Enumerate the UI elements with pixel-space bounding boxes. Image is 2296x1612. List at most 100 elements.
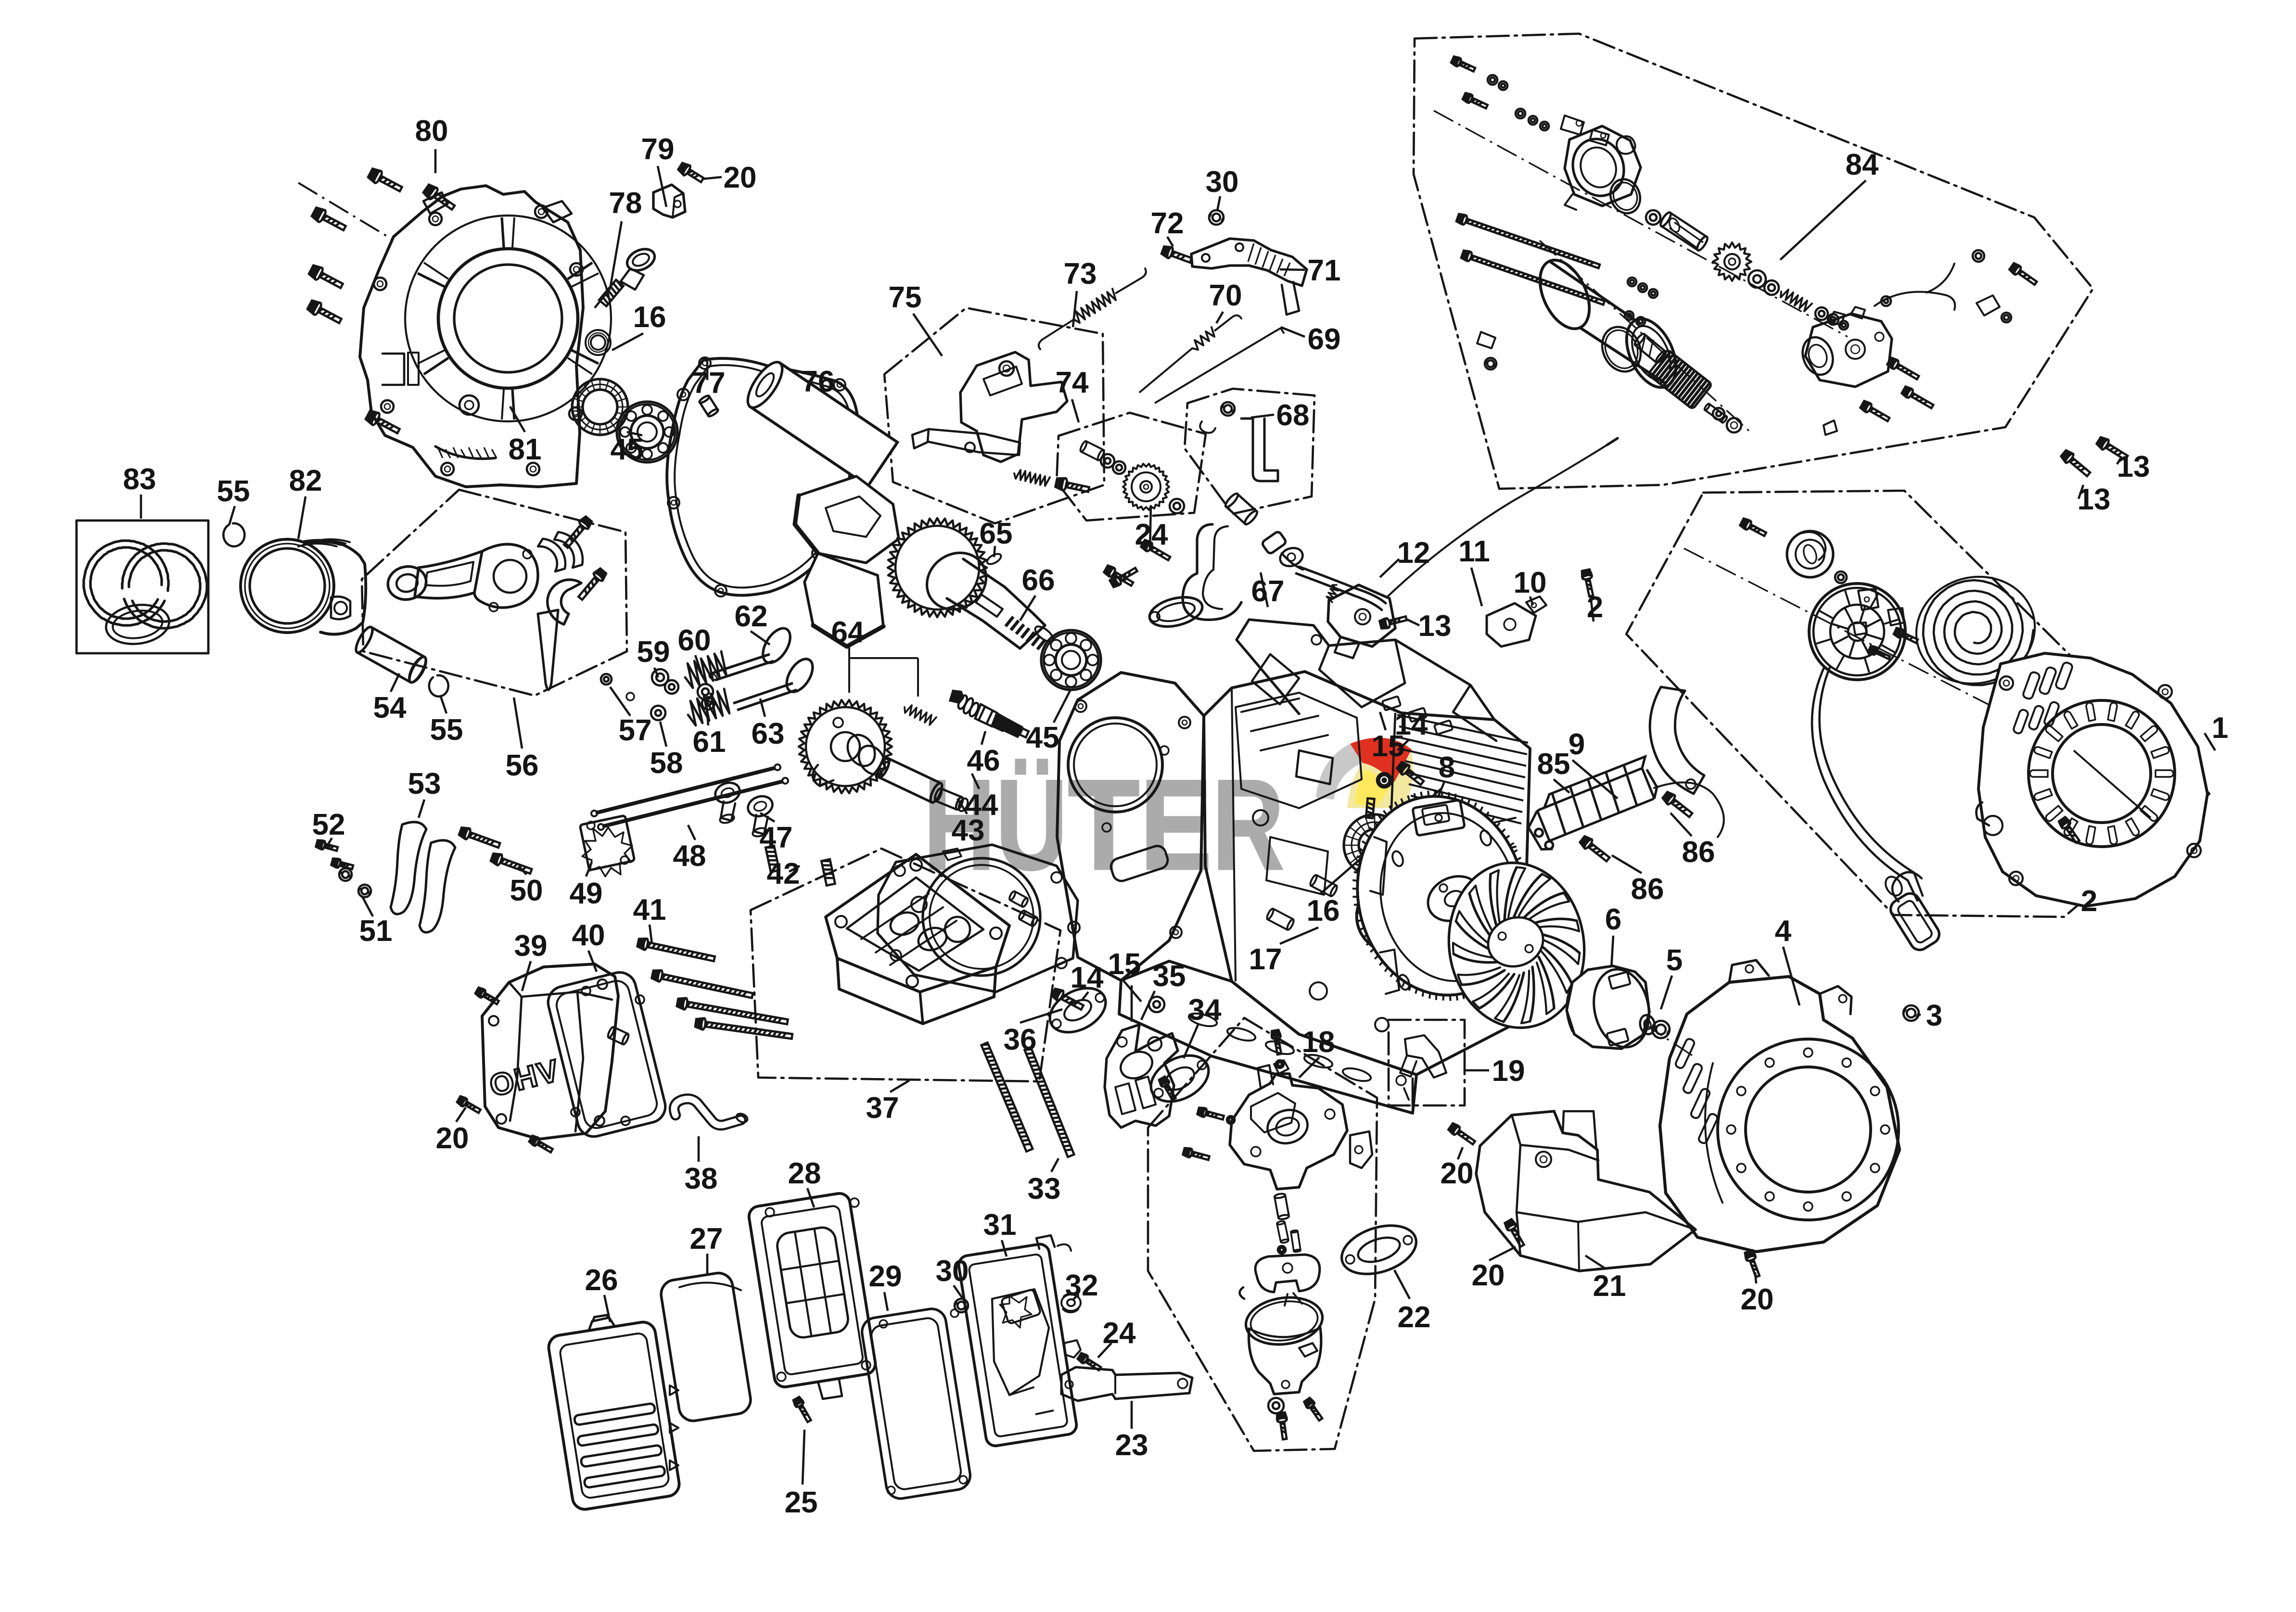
svg-text:3: 3: [1926, 999, 1942, 1032]
svg-text:18: 18: [1302, 1026, 1335, 1059]
svg-text:38: 38: [685, 1162, 718, 1195]
svg-text:27: 27: [690, 1222, 723, 1256]
svg-text:9: 9: [1569, 728, 1585, 761]
svg-text:37: 37: [866, 1092, 899, 1125]
svg-text:56: 56: [506, 749, 539, 782]
svg-text:47: 47: [760, 821, 793, 854]
svg-text:19: 19: [1492, 1054, 1525, 1088]
svg-text:32: 32: [1065, 1269, 1098, 1302]
svg-text:44: 44: [965, 788, 998, 822]
svg-text:5: 5: [1666, 944, 1683, 977]
svg-text:59: 59: [637, 635, 670, 669]
svg-text:34: 34: [1188, 993, 1222, 1027]
svg-text:73: 73: [1064, 257, 1097, 291]
svg-text:14: 14: [1395, 708, 1428, 741]
svg-text:20: 20: [436, 1122, 469, 1155]
svg-text:76: 76: [802, 365, 835, 398]
svg-text:20: 20: [1441, 1157, 1474, 1190]
svg-text:30: 30: [936, 1255, 969, 1288]
svg-text:15: 15: [1108, 948, 1141, 981]
svg-text:45: 45: [611, 433, 644, 466]
svg-text:69: 69: [1308, 323, 1341, 356]
svg-text:36: 36: [1004, 1023, 1037, 1056]
svg-text:24: 24: [1135, 518, 1168, 551]
svg-text:23: 23: [1115, 1429, 1148, 1462]
svg-text:62: 62: [735, 600, 768, 633]
svg-text:79: 79: [641, 133, 675, 166]
svg-text:66: 66: [1022, 564, 1055, 597]
svg-text:10: 10: [1514, 566, 1547, 599]
svg-text:41: 41: [633, 893, 666, 927]
svg-text:45: 45: [1026, 721, 1059, 754]
svg-text:13: 13: [2117, 450, 2150, 483]
svg-text:61: 61: [693, 725, 726, 759]
svg-text:55: 55: [430, 713, 463, 747]
svg-text:31: 31: [983, 1208, 1017, 1242]
svg-text:70: 70: [1209, 279, 1242, 312]
svg-text:33: 33: [1028, 1172, 1061, 1206]
svg-text:16: 16: [633, 301, 666, 334]
svg-text:86: 86: [1682, 836, 1715, 869]
svg-text:21: 21: [1593, 1269, 1626, 1303]
svg-text:72: 72: [1151, 207, 1184, 240]
svg-text:78: 78: [609, 187, 642, 220]
svg-text:67: 67: [1251, 575, 1285, 608]
svg-text:80: 80: [415, 114, 448, 148]
svg-text:52: 52: [312, 808, 345, 841]
svg-text:20: 20: [1472, 1259, 1505, 1292]
svg-text:28: 28: [788, 1157, 821, 1190]
svg-text:75: 75: [889, 281, 922, 314]
svg-text:20: 20: [1741, 1283, 1774, 1316]
svg-text:51: 51: [359, 914, 393, 948]
svg-text:24: 24: [1103, 1317, 1136, 1350]
svg-text:49: 49: [570, 877, 603, 910]
svg-text:H: H: [924, 754, 995, 896]
svg-text:17: 17: [1249, 943, 1282, 976]
svg-text:12: 12: [1397, 536, 1430, 570]
svg-text:46: 46: [967, 744, 1000, 777]
svg-text:81: 81: [509, 433, 542, 466]
svg-text:43: 43: [952, 814, 985, 847]
svg-text:85: 85: [1537, 748, 1570, 781]
svg-text:68: 68: [1276, 399, 1310, 432]
svg-text:64: 64: [831, 616, 865, 649]
svg-text:1: 1: [2212, 711, 2228, 745]
svg-text:58: 58: [650, 747, 683, 780]
svg-text:25: 25: [785, 1486, 818, 1519]
svg-text:11: 11: [1458, 535, 1490, 568]
svg-text:83: 83: [123, 463, 156, 496]
svg-text:53: 53: [408, 767, 441, 800]
svg-text:55: 55: [217, 475, 250, 508]
svg-text:20: 20: [724, 161, 757, 194]
svg-text:4: 4: [1775, 914, 1792, 948]
svg-text:6: 6: [1605, 903, 1621, 936]
svg-text:16: 16: [1307, 894, 1340, 927]
svg-text:60: 60: [678, 624, 711, 657]
svg-text:13: 13: [1418, 609, 1452, 643]
svg-text:8: 8: [1439, 751, 1455, 784]
svg-text:63: 63: [752, 717, 785, 750]
svg-text:35: 35: [1153, 960, 1186, 993]
svg-text:42: 42: [767, 857, 800, 890]
svg-text:77: 77: [692, 367, 726, 400]
svg-text:82: 82: [289, 464, 322, 497]
svg-text:2: 2: [2081, 885, 2097, 918]
svg-text:54: 54: [373, 691, 407, 724]
svg-text:15: 15: [1372, 730, 1405, 763]
svg-text:22: 22: [1398, 1301, 1431, 1334]
svg-text:13: 13: [2078, 483, 2111, 516]
svg-text:84: 84: [1846, 148, 1879, 181]
svg-text:26: 26: [585, 1264, 618, 1297]
svg-text:30: 30: [1206, 165, 1239, 199]
svg-text:48: 48: [673, 839, 706, 873]
svg-text:2: 2: [1587, 591, 1603, 624]
svg-text:71: 71: [1308, 254, 1341, 287]
svg-text:39: 39: [514, 929, 548, 963]
svg-text:74: 74: [1056, 366, 1089, 399]
svg-text:40: 40: [572, 919, 605, 952]
svg-text:14: 14: [1071, 961, 1104, 994]
svg-text:29: 29: [869, 1260, 902, 1293]
svg-text:86: 86: [1631, 873, 1664, 906]
svg-text:50: 50: [510, 874, 543, 907]
svg-text:65: 65: [980, 517, 1013, 550]
